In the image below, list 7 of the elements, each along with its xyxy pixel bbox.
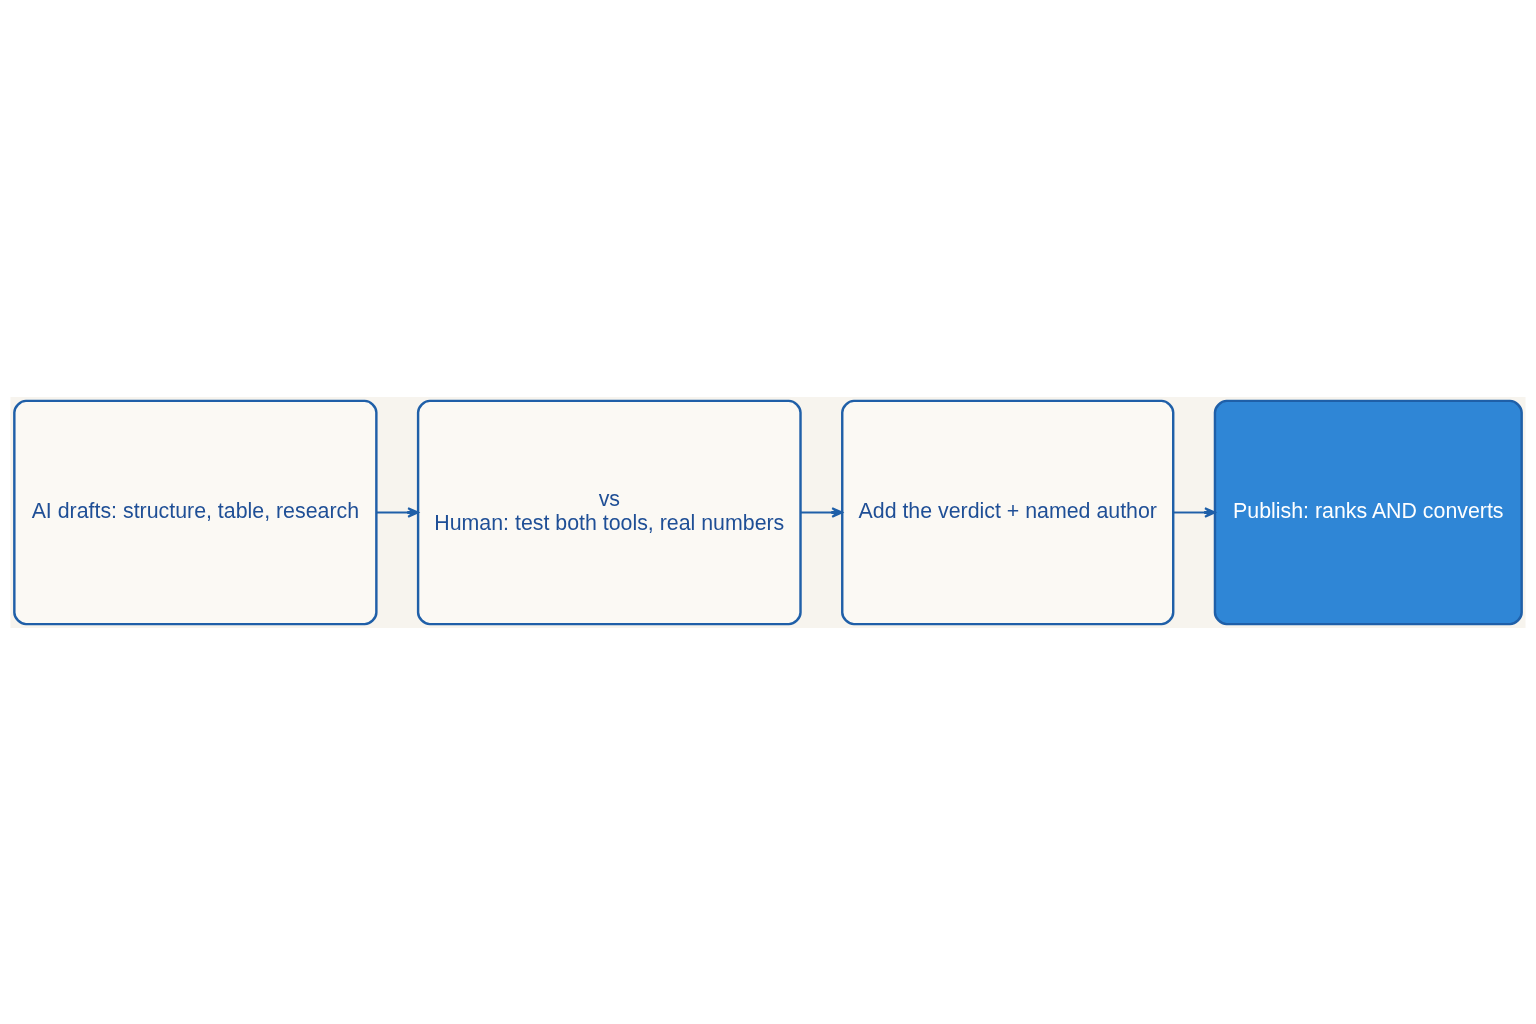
arrow	[799, 506, 843, 518]
arrow	[1172, 506, 1216, 518]
node-box: Add the verdict + named author	[841, 399, 1175, 625]
node-box: vs Human: test both tools, real numbers	[416, 399, 802, 625]
node-box: Publish: ranks AND converts	[1213, 399, 1523, 625]
node-box: AI drafts: structure, table, research	[13, 399, 378, 625]
arrow	[375, 506, 419, 518]
